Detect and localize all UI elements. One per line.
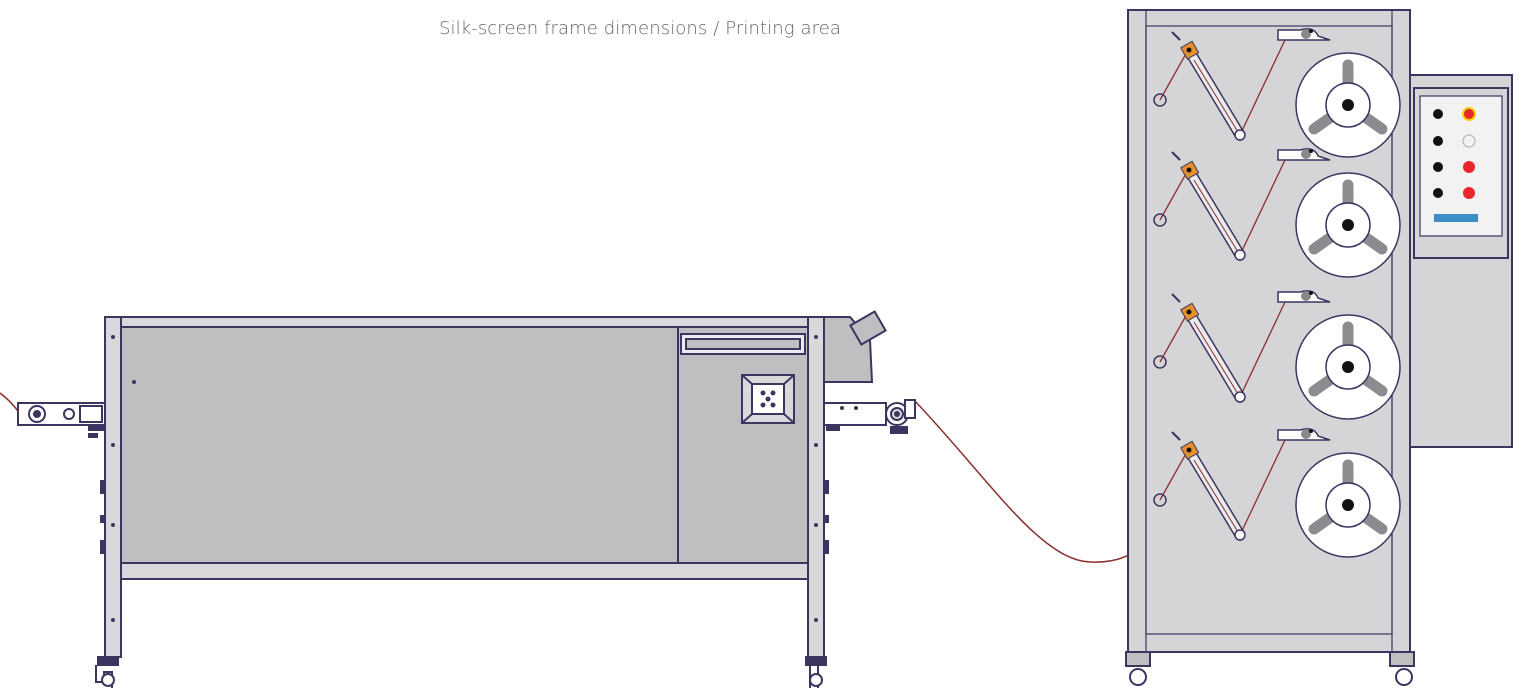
button-black-4 xyxy=(1433,188,1443,198)
caster-left xyxy=(95,656,119,688)
printing-table xyxy=(17,310,916,688)
table-bottom-rail xyxy=(120,562,809,580)
table-panel xyxy=(120,326,679,564)
thread-guide-left xyxy=(17,402,106,438)
button-red-1 xyxy=(1463,161,1475,173)
thread-guide-right xyxy=(823,399,916,434)
table-leg-right xyxy=(807,316,825,658)
brand-plate xyxy=(1434,214,1478,222)
caster-right xyxy=(805,656,827,688)
reel-axle xyxy=(1342,361,1354,373)
control-buttons xyxy=(1433,107,1478,222)
reel-axle xyxy=(1342,499,1354,511)
table-side-panel xyxy=(677,326,809,564)
squeegee-box xyxy=(741,374,795,424)
thread-to-rewinder xyxy=(913,399,1159,563)
reel-assemblies xyxy=(1153,28,1401,558)
button-grey xyxy=(1462,134,1476,148)
page-title: Silk-screen frame dimensions / Printing … xyxy=(438,18,841,39)
table-leg-left xyxy=(104,316,122,658)
button-red-2 xyxy=(1463,187,1475,199)
dryer-hood xyxy=(823,310,887,383)
reel-assembly-1 xyxy=(1153,28,1401,158)
reel-assembly-2 xyxy=(1153,148,1401,278)
table-top-rail xyxy=(104,316,821,328)
button-black-3 xyxy=(1433,162,1443,172)
button-black-2 xyxy=(1433,136,1443,146)
reel-axle xyxy=(1342,99,1354,111)
cabinet-casters xyxy=(1125,651,1415,686)
reel-assembly-3 xyxy=(1153,290,1401,420)
button-black-1 xyxy=(1433,109,1443,119)
reel-axle xyxy=(1342,219,1354,231)
reel-assembly-4 xyxy=(1153,428,1401,558)
